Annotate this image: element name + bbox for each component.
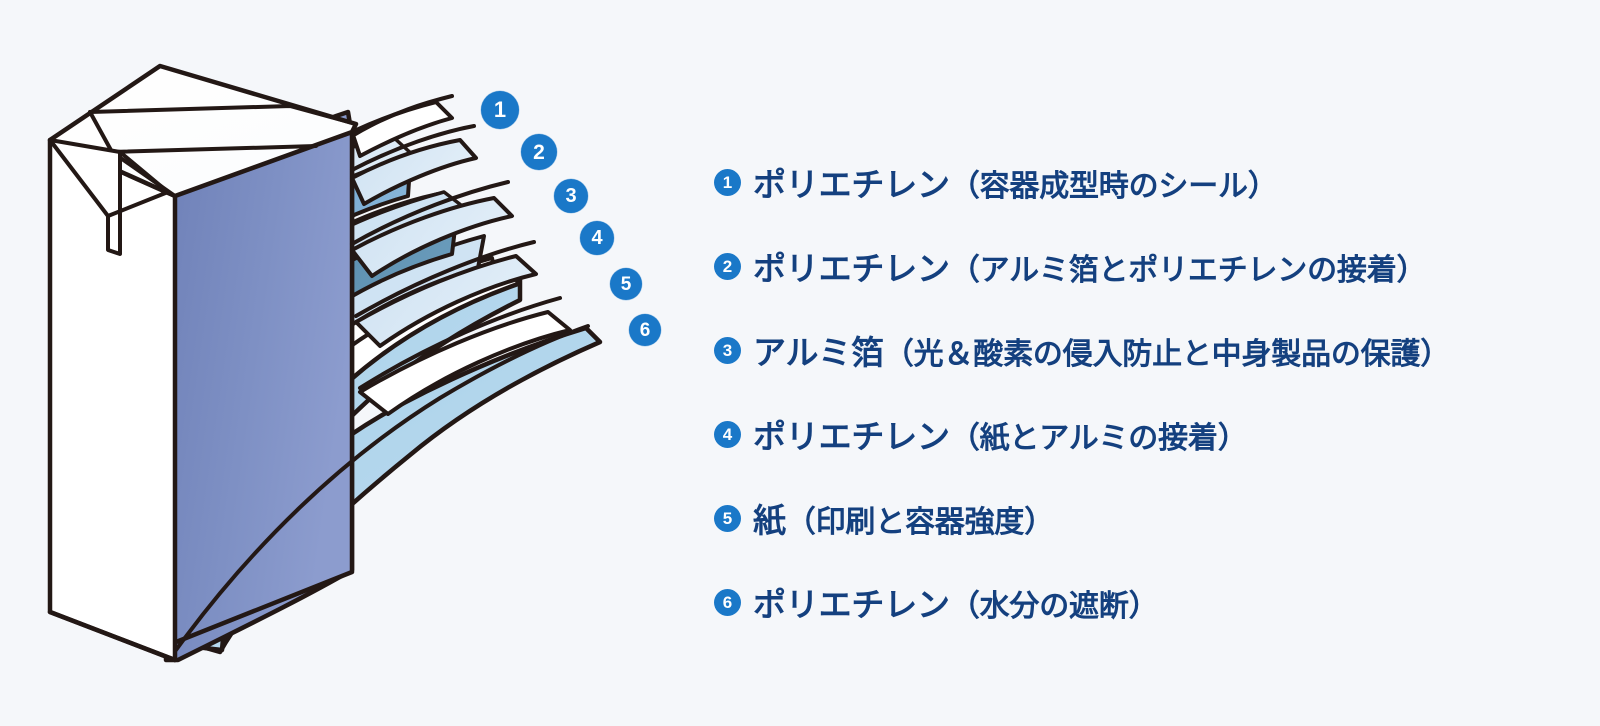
legend-badge-4: 4 bbox=[714, 420, 741, 448]
callout-marker-6[interactable]: 6 bbox=[629, 314, 661, 346]
carton-illustration-svg bbox=[47, 63, 603, 663]
legend-badge-5-label: 5 bbox=[722, 508, 733, 528]
carton-flap-fold-line-2 bbox=[118, 150, 170, 194]
carton-flap-fold bbox=[48, 138, 122, 256]
callout-marker-5[interactable]: 5 bbox=[610, 268, 642, 300]
legend-text-4: ポリエチレン（紙とアルミの接着） bbox=[753, 410, 1248, 458]
legend-item-4[interactable]: 4 ポリエチレン（紙とアルミの接着） bbox=[714, 392, 1574, 476]
fan-stroke-e bbox=[358, 296, 562, 390]
legend-material-3: アルミ箔 bbox=[753, 334, 884, 371]
peel-tip-2 bbox=[350, 138, 478, 206]
legend-badge-4-label: 4 bbox=[722, 424, 733, 444]
carton-body-group bbox=[47, 63, 603, 663]
callout-marker-3[interactable]: 3 bbox=[554, 179, 588, 213]
fan-stroke-c bbox=[350, 180, 510, 246]
legend-badge-3-label: 3 bbox=[722, 340, 733, 360]
legend-note-4: （紙とアルミの接着） bbox=[949, 422, 1248, 455]
legend-list: 1 ポリエチレン（容器成型時のシール） 2 ポリエチレン（アルミ箔とポリエチレン… bbox=[714, 140, 1574, 644]
legend-item-6[interactable]: 6 ポリエチレン（水分の遮断） bbox=[714, 560, 1574, 644]
legend-text-5: 紙（印刷と容器強度） bbox=[753, 494, 1054, 542]
legend-text-2: ポリエチレン（アルミ箔とポリエチレンの接着） bbox=[753, 242, 1427, 290]
legend-badge-5: 5 bbox=[714, 504, 741, 532]
fan-stroke-d bbox=[354, 240, 536, 318]
legend-note-6: （水分の遮断） bbox=[949, 590, 1159, 623]
carton-bottom-edge bbox=[47, 609, 178, 663]
callout-marker-4-label: 4 bbox=[591, 227, 603, 249]
peel-tip-5 bbox=[358, 310, 572, 416]
legend-note-5: （印刷と容器強度） bbox=[785, 506, 1055, 539]
carton-flap-fold-line-3 bbox=[106, 190, 170, 218]
legend-badge-2-label: 2 bbox=[722, 256, 733, 276]
legend-text-1: ポリエチレン（容器成型時のシール） bbox=[753, 158, 1278, 206]
callout-marker-2[interactable]: 2 bbox=[521, 134, 557, 170]
legend-item-1[interactable]: 1 ポリエチレン（容器成型時のシール） bbox=[714, 140, 1574, 224]
peel-tip-3 bbox=[350, 196, 514, 278]
legend-badge-6-label: 6 bbox=[722, 592, 733, 612]
fan-stroke-b bbox=[350, 124, 476, 172]
fan-stroke-f bbox=[174, 324, 590, 652]
legend-material-1: ポリエチレン bbox=[753, 166, 950, 203]
callout-marker-5-label: 5 bbox=[620, 273, 632, 295]
legend-badge-3: 3 bbox=[714, 336, 741, 364]
legend-note-3: （光＆酸素の侵入防止と中身製品の保護） bbox=[883, 338, 1451, 371]
carton-top-ridge-2 bbox=[110, 144, 318, 154]
legend-badge-6: 6 bbox=[714, 588, 741, 616]
fan-stroke-a bbox=[350, 94, 454, 138]
callout-marker-2-label: 2 bbox=[533, 140, 545, 164]
legend-text-3: アルミ箔（光＆酸素の侵入防止と中身製品の保護） bbox=[753, 326, 1450, 374]
legend-note-1: （容器成型時のシール） bbox=[949, 170, 1278, 203]
legend-item-2[interactable]: 2 ポリエチレン（アルミ箔とポリエチレンの接着） bbox=[714, 224, 1574, 308]
legend-material-2: ポリエチレン bbox=[753, 250, 950, 287]
legend-material-6: ポリエチレン bbox=[753, 586, 950, 623]
callout-marker-6-label: 6 bbox=[639, 319, 651, 341]
legend-badge-1: 1 bbox=[714, 168, 741, 196]
peel-tip-4 bbox=[354, 254, 538, 348]
legend-badge-1-label: 1 bbox=[722, 172, 733, 192]
legend-material-5: 紙 bbox=[753, 502, 786, 539]
layer-1-panel-face bbox=[163, 129, 355, 649]
legend-text-6: ポリエチレン（水分の遮断） bbox=[753, 578, 1159, 626]
carton-flap-fold-line bbox=[48, 138, 122, 154]
callout-marker-3-label: 3 bbox=[565, 185, 577, 207]
legend-material-4: ポリエチレン bbox=[753, 418, 950, 455]
carton-top-ridge-1 bbox=[88, 104, 358, 126]
legend-item-5[interactable]: 5 紙（印刷と容器強度） bbox=[714, 476, 1574, 560]
callout-marker-1[interactable]: 1 bbox=[481, 91, 519, 129]
legend-note-2: （アルミ箔とポリエチレンの接着） bbox=[949, 254, 1427, 287]
callout-marker-1-label: 1 bbox=[493, 97, 507, 122]
legend-badge-2: 2 bbox=[714, 252, 741, 280]
carton-top-ridge-4 bbox=[88, 110, 114, 154]
callout-marker-4[interactable]: 4 bbox=[580, 221, 614, 255]
legend-item-3[interactable]: 3 アルミ箔（光＆酸素の侵入防止と中身製品の保護） bbox=[714, 308, 1574, 392]
carton-illustration: 1 2 3 4 5 6 bbox=[0, 0, 700, 726]
